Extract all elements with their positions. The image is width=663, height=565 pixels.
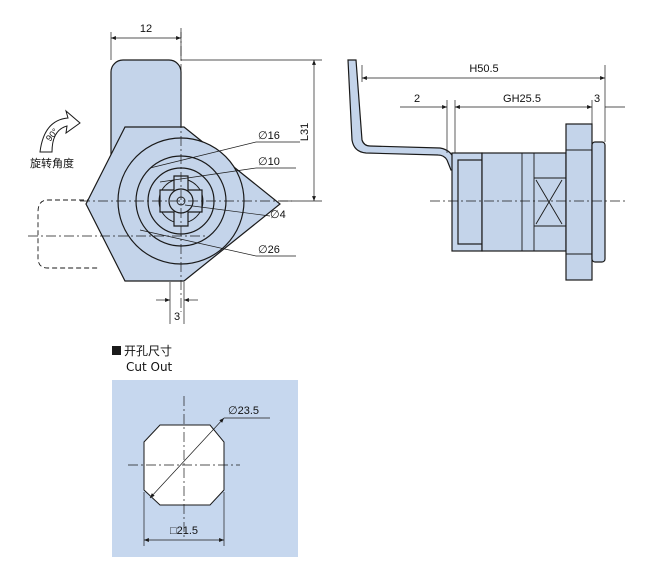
dim-2-label: 2 bbox=[414, 93, 420, 105]
flange-front bbox=[591, 141, 606, 263]
dim-h-label: H50.5 bbox=[469, 63, 498, 75]
dim-flange-label: 3 bbox=[594, 93, 600, 105]
leader-16 bbox=[149, 141, 257, 169]
cam-arm-rotated-outline bbox=[37, 199, 100, 269]
dim-10-label: ∅10 bbox=[258, 156, 280, 168]
flange bbox=[565, 123, 593, 281]
dim-gh-label: GH25.5 bbox=[503, 93, 541, 105]
cutout-diameter-label: ∅23.5 bbox=[228, 405, 259, 417]
cam-arm-side bbox=[347, 59, 460, 171]
dim-12-label: 12 bbox=[140, 23, 152, 35]
dim-16-label: ∅16 bbox=[258, 130, 280, 142]
leader-10 bbox=[159, 167, 257, 183]
cutout-title-cn: 开孔尺寸 bbox=[124, 344, 172, 358]
body-back-inner bbox=[457, 159, 483, 245]
bullet-square-icon bbox=[112, 346, 121, 355]
front-view: 12 L31 ∅16 ∅10 ∅4 ∅26 3 90° 旋转角度 bbox=[28, 23, 322, 324]
rotation-arrow-icon bbox=[39, 109, 81, 153]
cutout-flat-label: □21.5 bbox=[170, 525, 198, 537]
leader-4 bbox=[184, 204, 271, 217]
dim-4-label: ∅4 bbox=[270, 209, 286, 221]
dim-26-label: ∅26 bbox=[258, 244, 280, 256]
cutout-diameter-line bbox=[149, 417, 225, 499]
dim-3-label: 3 bbox=[174, 311, 180, 323]
rotation-label: 旋转角度 bbox=[30, 156, 74, 170]
side-view: H50.5 2 GH25.5 3 bbox=[347, 59, 628, 281]
cutout-section: 开孔尺寸 Cut Out ∅23.5 □21.5 bbox=[112, 344, 298, 557]
leader-26 bbox=[139, 229, 257, 257]
body-main bbox=[481, 152, 567, 252]
cutout-title-en: Cut Out bbox=[126, 360, 173, 374]
hex-faces bbox=[534, 177, 566, 227]
hex-cross bbox=[535, 179, 563, 225]
dim-l31-label: L31 bbox=[299, 123, 311, 141]
